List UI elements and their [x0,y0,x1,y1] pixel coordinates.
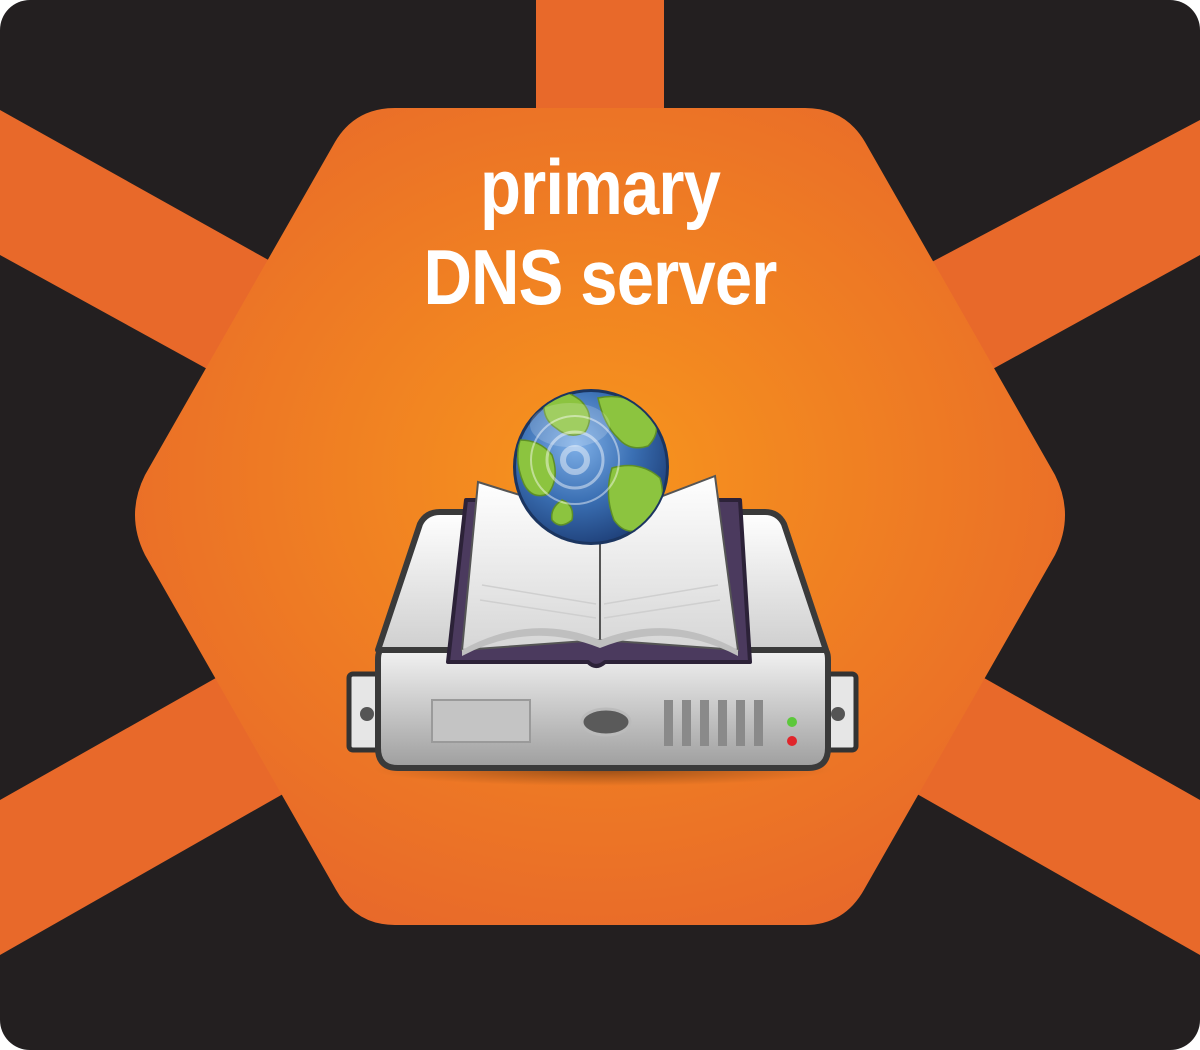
globe-icon [513,389,669,545]
title-line-2: DNS server [423,233,777,321]
badge-title: primary DNS server [342,142,858,322]
status-led-red [787,736,797,746]
title-line-1: primary [479,143,721,231]
status-led-green [787,717,797,727]
